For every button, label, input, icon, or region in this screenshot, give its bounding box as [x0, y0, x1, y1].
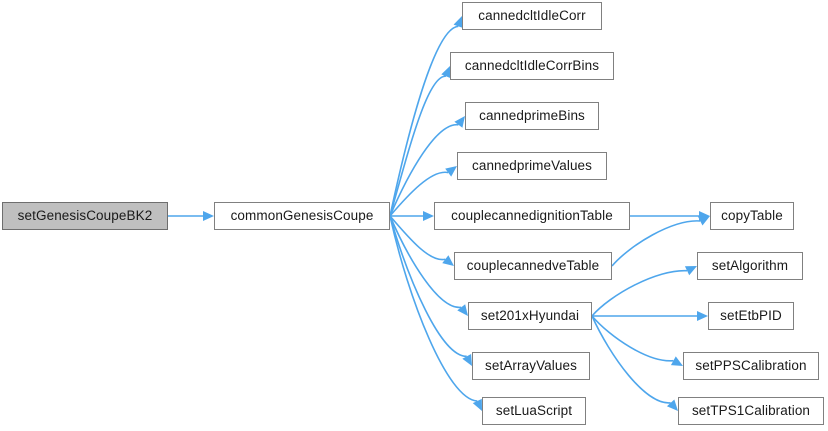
- graph-node-couplecannedveTable[interactable]: couplecannedveTable: [454, 252, 612, 280]
- graph-node-commonGenesisCoupe[interactable]: commonGenesisCoupe: [214, 202, 390, 230]
- graph-node-setEtbPID[interactable]: setEtbPID: [708, 302, 794, 330]
- graph-edge-commonGenesisCoupe-to-cannedcltIdleCorr: [389, 16, 463, 217]
- graph-node-cannedprimeValues[interactable]: cannedprimeValues: [457, 152, 607, 180]
- graph-node-setTPS1Calibration[interactable]: setTPS1Calibration: [678, 397, 824, 425]
- graph-node-label: copyTable: [721, 208, 783, 224]
- graph-edge-commonGenesisCoupe-to-couplecannedignitionTable: [390, 211, 434, 221]
- graph-node-cannedcltIdleCorr[interactable]: cannedcltIdleCorr: [462, 2, 602, 30]
- graph-node-label: setTPS1Calibration: [691, 403, 811, 419]
- graph-node-label: set201xHyundai: [480, 308, 580, 324]
- graph-node-cannedprimeBins[interactable]: cannedprimeBins: [465, 102, 599, 130]
- graph-node-setGenesisCoupeBK2[interactable]: setGenesisCoupeBK2: [2, 202, 168, 230]
- graph-edge-set201xHyundai-to-setEtbPID: [592, 311, 708, 321]
- graph-node-cannedcltIdleCorrBins[interactable]: cannedcltIdleCorrBins: [450, 52, 614, 80]
- graph-node-setLuaScript[interactable]: setLuaScript: [482, 397, 586, 425]
- graph-node-label: cannedprimeBins: [479, 108, 585, 124]
- graph-node-label: cannedcltIdleCorrBins: [464, 58, 600, 74]
- graph-node-copyTable[interactable]: copyTable: [710, 202, 794, 230]
- graph-edge-setGenesisCoupeBK2-to-commonGenesisCoupe: [168, 211, 214, 221]
- graph-edge-couplecannedignitionTable-to-copyTable: [630, 211, 710, 221]
- graph-node-label: setGenesisCoupeBK2: [17, 208, 153, 224]
- graph-node-label: setArrayValues: [485, 358, 577, 374]
- graph-edge-set201xHyundai-to-setTPS1Calibration: [591, 315, 678, 411]
- graph-node-label: cannedprimeValues: [471, 158, 593, 174]
- graph-edge-commonGenesisCoupe-to-setArrayValues: [389, 215, 472, 366]
- graph-edge-set201xHyundai-to-setAlgorithm: [591, 266, 697, 317]
- graph-edge-commonGenesisCoupe-to-cannedprimeValues: [389, 166, 457, 217]
- graph-edge-commonGenesisCoupe-to-cannedprimeBins: [389, 116, 465, 217]
- graph-edge-commonGenesisCoupe-to-set201xHyundai: [389, 215, 468, 316]
- graph-edge-set201xHyundai-to-setPPSCalibration: [591, 315, 683, 366]
- graph-node-label: setEtbPID: [720, 308, 782, 324]
- graph-edge-commonGenesisCoupe-to-cannedcltIdleCorrBins: [389, 66, 451, 217]
- graph-node-label: setLuaScript: [495, 403, 573, 419]
- graph-node-label: cannedcltIdleCorr: [478, 8, 586, 24]
- graph-node-label: couplecannedveTable: [466, 258, 600, 274]
- graph-node-label: couplecannedignitionTable: [451, 208, 613, 224]
- graph-node-setArrayValues[interactable]: setArrayValues: [472, 352, 590, 380]
- graph-node-setPPSCalibration[interactable]: setPPSCalibration: [683, 352, 819, 380]
- graph-edge-commonGenesisCoupe-to-setLuaScript: [389, 215, 482, 411]
- graph-node-label: commonGenesisCoupe: [230, 208, 374, 224]
- graph-node-label: setPPSCalibration: [695, 358, 807, 374]
- graph-node-setAlgorithm[interactable]: setAlgorithm: [697, 252, 803, 280]
- graph-edge-commonGenesisCoupe-to-couplecannedveTable: [389, 215, 454, 266]
- graph-node-label: setAlgorithm: [711, 258, 789, 274]
- graph-node-set201xHyundai[interactable]: set201xHyundai: [468, 302, 592, 330]
- graph-edge-couplecannedveTable-to-copyTable: [611, 216, 710, 267]
- graph-node-couplecannedignitionTable[interactable]: couplecannedignitionTable: [434, 202, 630, 230]
